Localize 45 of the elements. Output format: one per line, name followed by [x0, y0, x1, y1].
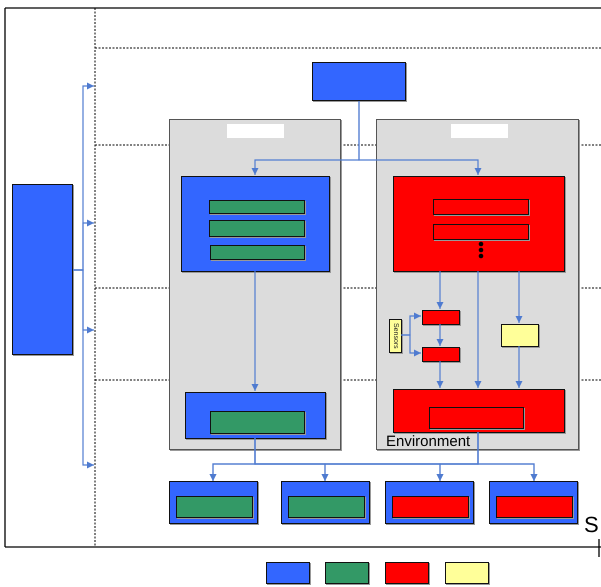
component-bar — [433, 224, 529, 240]
process-box — [501, 324, 539, 347]
legend-swatch — [266, 562, 310, 584]
connector-arrow — [73, 269, 94, 468]
module-box — [489, 481, 578, 524]
module-box — [181, 176, 330, 272]
connector-arrow — [477, 432, 538, 481]
component-bar — [209, 220, 305, 237]
connector-arrow — [474, 271, 482, 388]
title-tab — [227, 124, 284, 138]
component-bar — [429, 407, 524, 429]
component-bar — [176, 496, 253, 518]
legend-swatch — [325, 562, 369, 584]
component-bar — [210, 411, 305, 434]
component-bar — [210, 245, 305, 260]
connector-arrow — [252, 271, 258, 391]
connector-arrow — [358, 101, 482, 175]
connector-arrow — [516, 346, 522, 388]
module-box — [393, 389, 565, 433]
legend-swatch — [445, 562, 489, 584]
component-bar — [209, 200, 305, 214]
module-box — [185, 392, 326, 439]
title-tab — [451, 124, 508, 138]
region-label: Environment — [386, 434, 470, 449]
axis-label: S — [584, 514, 599, 536]
module-box — [281, 481, 370, 524]
legend-swatch — [385, 562, 429, 584]
connector-arrow — [436, 361, 444, 388]
connector-arrow — [436, 324, 444, 346]
component-bar — [288, 496, 365, 518]
connector-arrow — [436, 271, 444, 309]
module-box — [393, 176, 565, 272]
process-box — [312, 62, 406, 101]
module-box — [385, 481, 474, 524]
process-box — [422, 310, 460, 325]
process-box — [422, 347, 460, 362]
container-panel — [376, 119, 579, 450]
process-box — [12, 184, 73, 355]
component-bar — [392, 496, 469, 518]
component-bar — [433, 199, 529, 215]
component-bar — [496, 496, 573, 518]
connector-arrow — [401, 334, 421, 356]
connector-arrow — [516, 271, 522, 323]
module-box — [169, 481, 258, 524]
container-panel — [169, 119, 341, 450]
